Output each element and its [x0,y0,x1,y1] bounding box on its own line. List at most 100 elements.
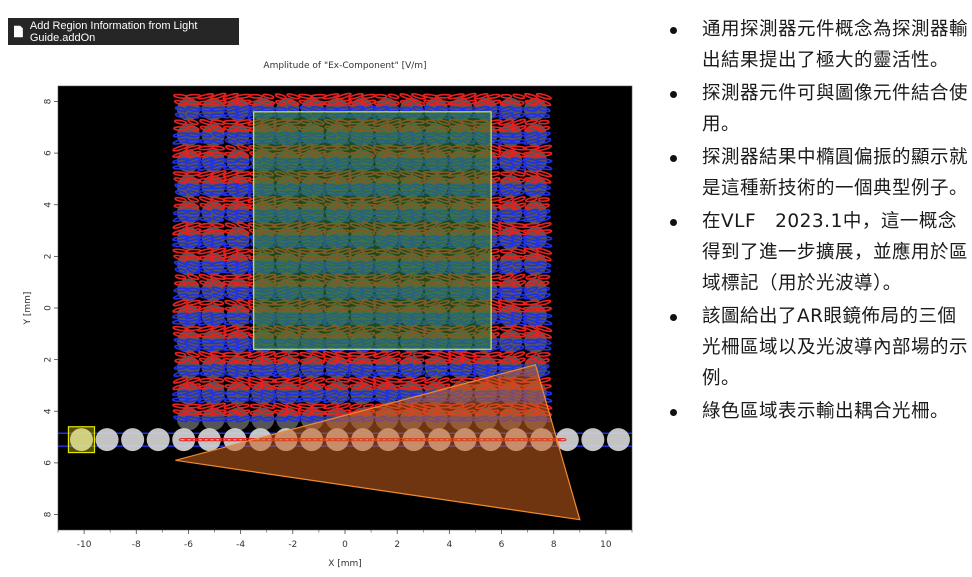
polarization-ellipse [498,196,515,203]
x-tick-label: -8 [132,540,141,550]
polarization-ellipse [486,93,501,99]
polarization-ellipse [500,171,513,177]
polarization-ellipse [535,170,552,178]
polarization-ellipse [536,176,552,184]
polarization-ellipse [197,163,215,171]
polarization-ellipse [523,339,539,345]
polarization-ellipse [209,345,227,351]
polarization-ellipse [312,371,325,377]
polarization-ellipse [223,235,238,241]
polarization-ellipse [498,305,515,313]
polarization-ellipse [260,389,277,397]
polarization-ellipse [184,415,202,423]
polarization-ellipse [224,138,237,145]
bullet-text: 在VLF 2023.1中，這一概念得到了進一步擴展，並應用於區域標記（用於光波導… [702,211,969,294]
polarization-ellipse [348,377,364,384]
polarization-ellipse [222,112,240,119]
polarization-ellipse [322,403,340,410]
polarization-ellipse [198,196,213,203]
polarization-ellipse [249,396,263,403]
polarization-ellipse [297,415,314,423]
polarization-ellipse [498,150,514,158]
polarization-ellipse [224,229,237,235]
polarization-ellipse [536,260,552,268]
polarization-ellipse [173,126,189,132]
polarization-ellipse [299,364,313,370]
polarization-ellipse [512,177,526,183]
polarization-ellipse [512,106,526,112]
polarization-ellipse [512,93,526,100]
polarization-ellipse [224,396,238,403]
polarization-ellipse [325,377,337,383]
polarization-ellipse [360,351,377,358]
polarization-ellipse [499,248,513,254]
polarization-ellipse [512,273,526,281]
polarization-ellipse [500,255,513,261]
polarization-ellipse [210,357,226,365]
polarization-ellipse [322,106,340,112]
polarization-ellipse [423,99,439,107]
polarization-ellipse [385,364,402,371]
polarization-ellipse [511,202,527,210]
polarization-ellipse [537,113,551,119]
polarization-ellipse [173,415,189,423]
polarization-ellipse [210,318,226,326]
polarization-ellipse [499,183,514,190]
document-tab[interactable]: Add Region Information from Light Guide.… [8,18,239,45]
polarization-ellipse [174,183,188,190]
polarization-ellipse [535,158,553,164]
polarization-ellipse [235,376,251,384]
light-guide-disc [581,428,605,452]
light-guide-disc [95,428,119,452]
polarization-ellipse [524,202,539,210]
polarization-ellipse [311,383,326,391]
polarization-ellipse [171,312,190,319]
polarization-ellipse [184,396,202,403]
polarization-ellipse [274,106,288,112]
polarization-ellipse [173,254,189,261]
polarization-ellipse [499,106,514,113]
polarization-ellipse [511,170,526,177]
polarization-ellipse [237,235,250,241]
polarization-ellipse [460,363,477,371]
polarization-ellipse [399,99,413,106]
polarization-ellipse [213,437,223,442]
polarization-ellipse [372,358,390,364]
polarization-ellipse [174,106,187,113]
polarization-ellipse [499,100,513,106]
polarization-ellipse [400,106,413,112]
x-tick-label: 10 [600,540,612,550]
polarization-ellipse [186,287,200,293]
polarization-ellipse [535,222,552,229]
polarization-ellipse [172,150,190,158]
polarization-ellipse [211,384,225,390]
polarization-ellipse [510,125,527,133]
polarization-ellipse [535,241,553,248]
polarization-ellipse [184,144,202,152]
polarization-ellipse [197,106,214,112]
polarization-ellipse [198,273,213,281]
grating-disc [176,278,200,302]
polarization-ellipse [186,371,200,377]
polarization-ellipse [510,145,528,151]
polarization-ellipse [412,364,426,371]
polarization-ellipse [236,222,251,229]
y-tick-label: 6 [44,460,54,466]
polarization-ellipse [535,144,552,152]
polarization-ellipse [224,299,238,306]
polarization-ellipse [198,357,213,365]
polarization-ellipse [524,280,538,287]
polarization-ellipse [374,93,388,99]
polarization-ellipse [198,306,214,313]
polarization-ellipse [259,377,278,383]
polarization-ellipse [499,267,514,274]
polarization-ellipse [210,241,227,249]
polarization-ellipse [497,299,515,307]
polarization-ellipse [337,384,350,390]
polarization-ellipse [522,229,541,235]
polarization-ellipse [178,437,188,442]
polarization-ellipse [210,312,226,319]
polarization-ellipse [262,93,275,100]
polarization-ellipse [172,293,189,300]
polarization-ellipse [349,390,363,396]
